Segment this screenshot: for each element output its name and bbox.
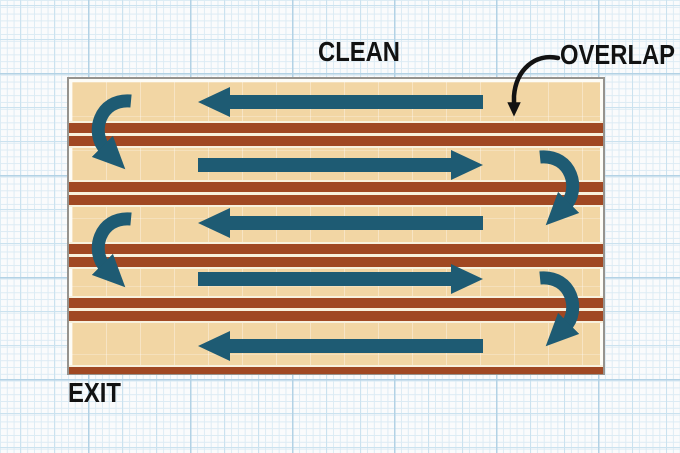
- stripe-bar: [69, 123, 603, 133]
- path-arrow-right-lane-4: [198, 264, 483, 294]
- stripe-bar: [69, 136, 603, 146]
- turn-arrow-right-2: [533, 150, 583, 230]
- overlap-label: OVERLAP: [560, 39, 676, 70]
- turn-arrow-left-3: [88, 212, 138, 292]
- arrow-shaft: [198, 158, 453, 172]
- path-arrow-left-lane-1: [198, 87, 483, 117]
- arrow-shaft: [228, 95, 483, 109]
- stripe-bar: [69, 367, 603, 374]
- arrow-head-icon: [198, 331, 230, 361]
- arrow-head-icon: [198, 208, 230, 238]
- path-arrow-right-lane-2: [198, 150, 483, 180]
- arrow-shaft: [228, 339, 483, 353]
- overlap-stripe-pair-2: [69, 180, 603, 207]
- overlap-pointer-arrow: [507, 54, 561, 117]
- clean-label: CLEAN: [318, 36, 400, 67]
- overlap-stripe-pair-3: [69, 242, 603, 269]
- exit-label: EXIT: [68, 377, 121, 408]
- arrow-head-icon: [198, 87, 230, 117]
- arrow-head-icon: [451, 264, 483, 294]
- stripe-bar: [69, 311, 603, 321]
- path-arrow-left-lane-5: [198, 331, 483, 361]
- path-arrow-left-lane-3: [198, 208, 483, 238]
- stripe-bar: [69, 298, 603, 308]
- bottom-edge-stripe: [69, 365, 603, 374]
- stripe-bar: [69, 182, 603, 192]
- overlap-stripe-pair-4: [69, 296, 603, 323]
- floor-diagram: [67, 77, 605, 375]
- stripe-bar: [69, 257, 603, 267]
- stripe-bar: [69, 195, 603, 205]
- turn-arrow-right-4: [533, 271, 583, 351]
- overlap-stripe-pair-1: [69, 121, 603, 148]
- arrow-head-icon: [451, 150, 483, 180]
- arrow-shaft: [228, 216, 483, 230]
- stripe-bar: [69, 244, 603, 254]
- turn-arrow-left-1: [88, 94, 138, 174]
- arrow-shaft: [198, 272, 453, 286]
